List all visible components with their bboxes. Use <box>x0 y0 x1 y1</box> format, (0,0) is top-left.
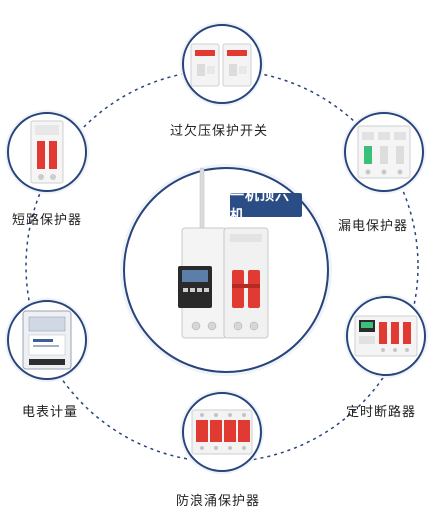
satellite-timer <box>346 296 426 376</box>
caption-mcb: 短路保护器 <box>12 212 83 227</box>
electric-meter-icon <box>19 309 75 371</box>
satellite-meter <box>7 300 87 380</box>
surge-protector-icon <box>190 406 254 458</box>
caption-timer: 定时断路器 <box>346 404 417 419</box>
mcb-breaker-icon <box>27 119 67 185</box>
overvoltage-protector-icon <box>189 36 255 92</box>
caption-overvoltage: 过欠压保护开关 <box>170 123 269 138</box>
satellite-rcd <box>344 112 424 192</box>
satellite-mcb <box>7 112 87 192</box>
caption-rcd: 漏电保护器 <box>338 218 409 233</box>
center-title: 一机顶六机 <box>230 187 302 223</box>
caption-meter: 电表计量 <box>22 404 79 419</box>
timer-breaker-icon <box>353 312 419 360</box>
satellite-overvoltage <box>182 24 262 104</box>
satellite-surge <box>182 392 262 472</box>
caption-surge: 防浪涌保护器 <box>176 493 261 508</box>
smart-breaker-with-display-icon <box>172 166 282 346</box>
rcd-breaker-icon <box>354 122 414 182</box>
